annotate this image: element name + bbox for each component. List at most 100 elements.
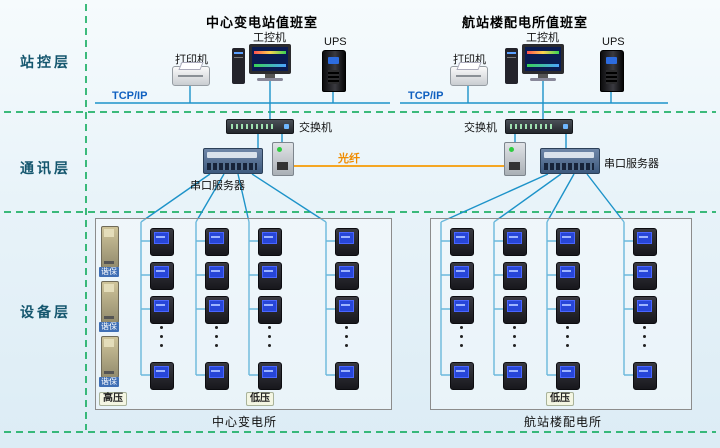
ups-label-right: UPS (602, 36, 625, 48)
power-meter (258, 228, 282, 256)
industrial-pc-left (232, 44, 294, 86)
power-meter (258, 362, 282, 390)
serial-server-label-right: 串口服务器 (604, 158, 659, 170)
dot (344, 326, 348, 329)
dot (565, 344, 569, 347)
pc-label-left: 工控机 (253, 32, 286, 44)
ellipsis-dots (159, 326, 163, 347)
power-meter (150, 362, 174, 390)
power-meter (258, 296, 282, 324)
network-wires-blue (95, 80, 668, 376)
dot (159, 335, 163, 338)
dot (565, 326, 569, 329)
power-meter (150, 262, 174, 290)
dot (642, 344, 646, 347)
layer-separator-lines (4, 4, 716, 433)
lv-badge-right: 低压 (546, 392, 574, 406)
pc-stand (265, 74, 275, 78)
industrial-pc-right (505, 44, 567, 86)
power-meter (556, 228, 580, 256)
protection-device (101, 281, 119, 323)
dot (565, 335, 569, 338)
ellipsis-dots (267, 326, 271, 347)
power-meter (633, 262, 657, 290)
layer-label-device: 设备层 (20, 304, 71, 320)
protection-device-label: 谐保 (99, 377, 119, 387)
power-meter (335, 228, 359, 256)
dot (642, 335, 646, 338)
fiber-label: 光纤 (338, 153, 360, 165)
dot (459, 335, 463, 338)
room-title-left: 中心变电站值班室 (206, 15, 319, 30)
power-meter (633, 362, 657, 390)
pc-screen (525, 47, 561, 71)
pc-base (257, 78, 283, 81)
power-meter (556, 262, 580, 290)
ellipsis-dots (214, 326, 218, 347)
caption-left-substation: 中心变电所 (212, 415, 278, 429)
ellipsis-dots (565, 326, 569, 347)
fiber-converter-right (504, 142, 526, 176)
printer-icon-right (450, 66, 488, 86)
power-meter (450, 296, 474, 324)
power-meter (258, 262, 282, 290)
dot (159, 326, 163, 329)
room-title-right: 航站楼配电所值班室 (462, 15, 589, 30)
power-meter (503, 296, 527, 324)
power-meter (503, 228, 527, 256)
serial-server-label-left: 串口服务器 (190, 180, 245, 192)
ups-icon-left (322, 50, 346, 92)
pc-label-right: 工控机 (526, 32, 559, 44)
ups-label-left: UPS (324, 36, 347, 48)
dot (512, 344, 516, 347)
ethernet-switch-right (505, 119, 573, 134)
power-meter (335, 362, 359, 390)
ethernet-switch-left (226, 119, 294, 134)
dot (344, 344, 348, 347)
dot (267, 326, 271, 329)
power-meter (503, 362, 527, 390)
dot (642, 326, 646, 329)
switch-label-right: 交换机 (464, 122, 497, 134)
dot (267, 335, 271, 338)
power-meter (450, 228, 474, 256)
lv-badge-left: 低压 (246, 392, 274, 406)
power-meter (450, 262, 474, 290)
switch-label-left: 交换机 (299, 122, 332, 134)
power-meter (633, 228, 657, 256)
dot (267, 344, 271, 347)
ellipsis-dots (459, 326, 463, 347)
power-meter (556, 296, 580, 324)
power-meter (335, 296, 359, 324)
tcpip-label-left: TCP/IP (112, 90, 148, 102)
ups-icon-right (600, 50, 624, 92)
dot (512, 326, 516, 329)
pc-base (530, 78, 556, 81)
dot (159, 344, 163, 347)
power-meter (556, 362, 580, 390)
power-meter (335, 262, 359, 290)
pc-tower (505, 48, 518, 84)
tcpip-label-right: TCP/IP (408, 90, 444, 102)
dot (214, 344, 218, 347)
protection-device (101, 226, 119, 268)
pc-tower (232, 48, 245, 84)
power-meter (633, 296, 657, 324)
power-meter (150, 228, 174, 256)
protection-device-label: 谐保 (99, 267, 119, 277)
ellipsis-dots (344, 326, 348, 347)
layer-label-communication: 通讯层 (20, 160, 71, 176)
ellipsis-dots (642, 326, 646, 347)
fiber-converter-left (272, 142, 294, 176)
serial-server-left (203, 148, 263, 174)
power-meter (503, 262, 527, 290)
dot (512, 335, 516, 338)
hv-badge-left: 高压 (99, 392, 127, 406)
power-meter (150, 296, 174, 324)
dot (214, 326, 218, 329)
pc-monitor (522, 44, 564, 74)
power-meter (205, 296, 229, 324)
dot (459, 326, 463, 329)
pc-monitor (249, 44, 291, 74)
